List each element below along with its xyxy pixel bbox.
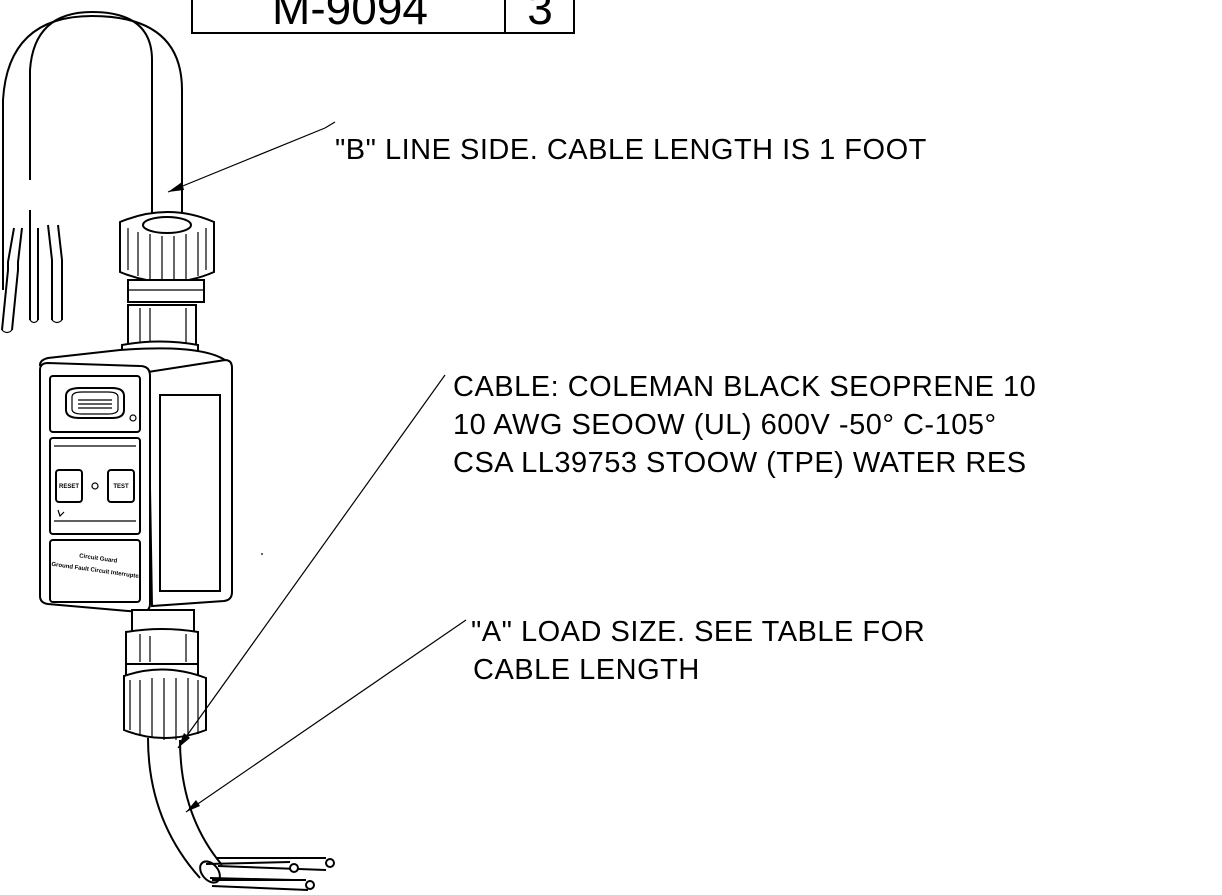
drawing-number: M-9094: [272, 0, 428, 34]
top-connector: [119, 211, 215, 367]
indicator-light: [91, 482, 99, 490]
line-side-callout: "B" LINE SIDE. CABLE LENGTH IS 1 FOOT: [335, 134, 927, 166]
test-button[interactable]: [107, 469, 135, 503]
svg-text:RESET: RESET: [59, 484, 79, 490]
device-brand: Circuit Guard: [79, 553, 118, 564]
line-side-cable: [1, 10, 183, 334]
reset-button[interactable]: [55, 469, 83, 503]
revision-number: 3: [527, 0, 553, 34]
load-side-callout-line-1: "A" LOAD SIZE. SEE TABLE FOR: [471, 616, 925, 648]
load-side-cable: [147, 737, 335, 891]
cable-spec-line-1: CABLE: COLEMAN BLACK SEOPRENE 10: [453, 371, 1036, 403]
svg-text:TEST: TEST: [113, 484, 129, 490]
title-block: M-9094 3: [191, 0, 575, 34]
leader-lines: [167, 121, 467, 813]
bottom-connector: [123, 609, 207, 740]
load-side-callout-line-2: CABLE LENGTH: [473, 654, 700, 686]
cable-spec-line-3: CSA LL39753 STOOW (TPE) WATER RES: [453, 447, 1027, 479]
cable-spec-line-2: 10 AWG SEOOW (UL) 600V -50° C-105°: [453, 409, 997, 441]
gfci-housing: RESET TEST Circuit Guard Ground Fault Ci…: [38, 347, 233, 614]
